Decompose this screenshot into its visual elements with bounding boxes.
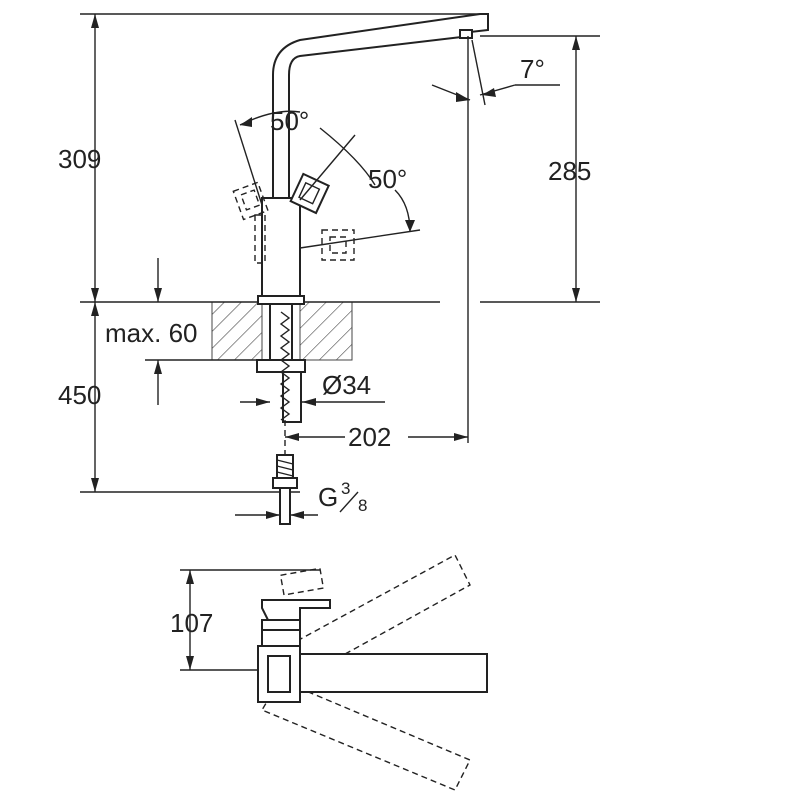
countertop-section-right xyxy=(299,301,353,361)
svg-text:G: G xyxy=(318,482,338,512)
dim-hole-diameter: Ø34 xyxy=(322,370,371,400)
dim-spout-height: 285 xyxy=(548,156,591,186)
dim-total-height: 309 xyxy=(58,144,101,174)
countertop-section-left xyxy=(211,301,263,361)
spout-outlet xyxy=(459,29,473,39)
side-view xyxy=(80,13,600,525)
dim-spout-reach: 202 xyxy=(348,422,391,452)
fixing-nut xyxy=(256,359,306,373)
faucet-body xyxy=(261,197,301,299)
top-view xyxy=(180,554,488,791)
dim-max-deck: max. 60 xyxy=(105,318,198,348)
dim-lever-angle-right: 50° xyxy=(368,164,407,194)
dim-spout-angle: 7° xyxy=(520,54,545,84)
dim-lever-angle-left: 50° xyxy=(270,106,309,136)
faucet-base-plate xyxy=(257,295,305,305)
svg-text:3: 3 xyxy=(341,479,350,498)
top-spout xyxy=(289,653,488,693)
hose-connector xyxy=(272,454,298,525)
threaded-rod xyxy=(282,371,302,423)
dim-hose-length: 450 xyxy=(58,380,101,410)
dim-connection-thread: G 3 8 xyxy=(318,479,367,515)
lever-dashed-left xyxy=(232,181,269,221)
dim-top-depth: 107 xyxy=(170,608,213,638)
svg-text:8: 8 xyxy=(358,496,367,515)
lever-top xyxy=(261,599,331,631)
supply-hose xyxy=(279,311,291,421)
lever-dashed-right xyxy=(321,229,355,261)
